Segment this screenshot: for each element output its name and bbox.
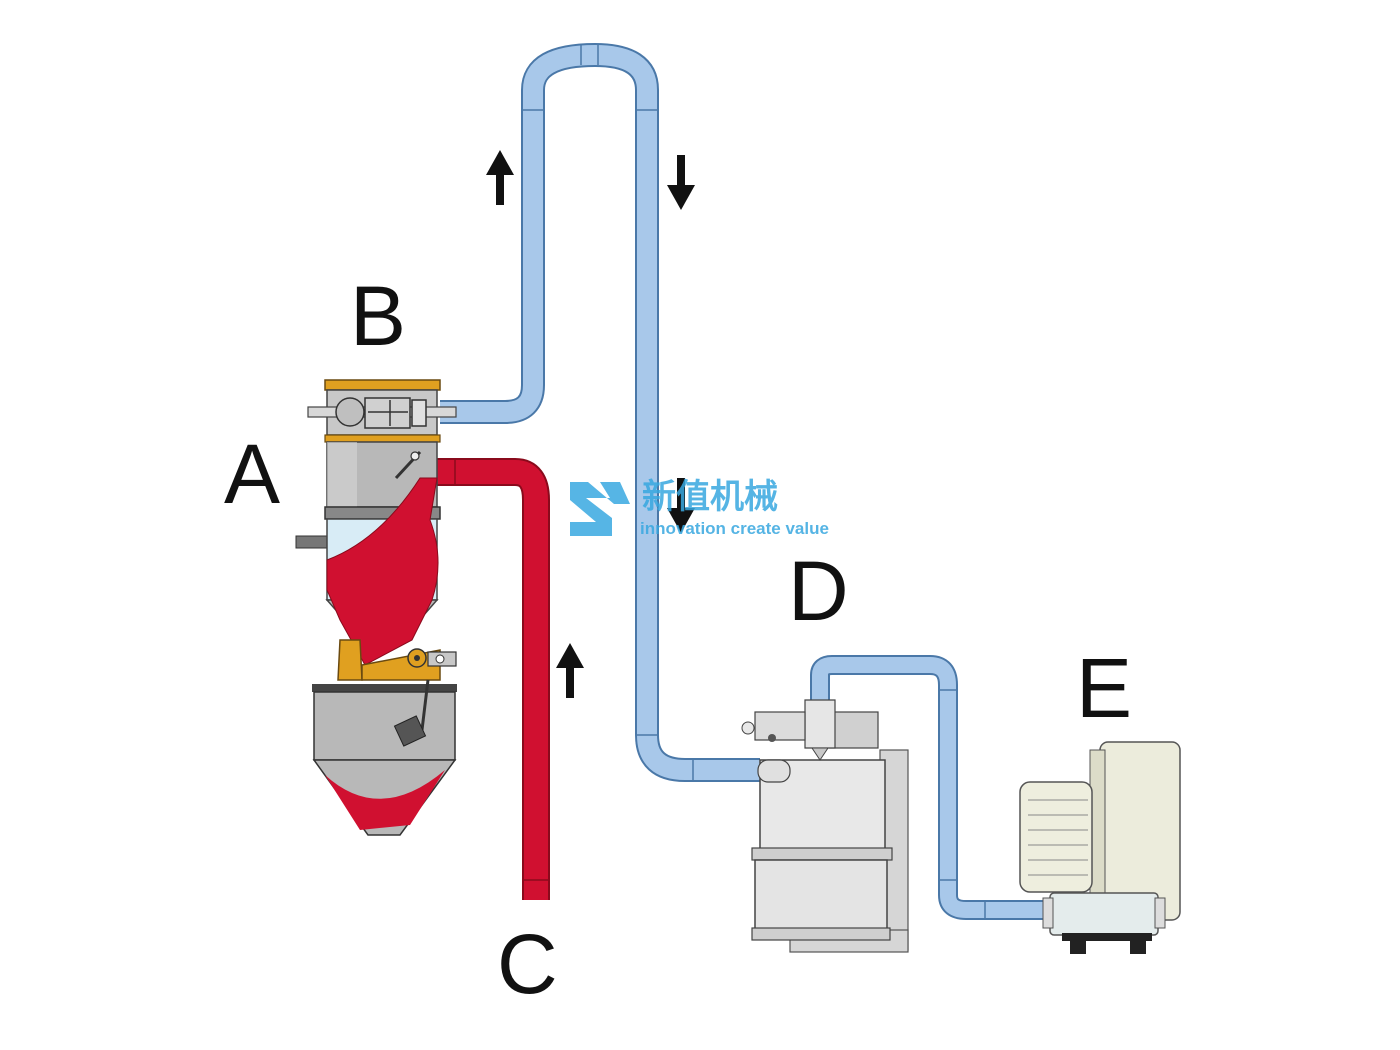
brand-tagline: innovation create value: [640, 519, 829, 538]
label-e: E: [1076, 641, 1132, 735]
flow-arrow-down-1: [667, 155, 695, 210]
flow-arrow-up-2: [556, 643, 584, 698]
vacuum-pump: [1019, 741, 1181, 954]
watermark: 新值机械 innovation create value: [570, 477, 829, 538]
vacuum-line-filter-to-pump: [810, 655, 1050, 920]
hopper-loader: [295, 379, 457, 836]
label-c: C: [497, 917, 558, 1011]
brand-logo-icon: [570, 482, 630, 536]
flow-arrow-up-1: [486, 150, 514, 205]
label-d: D: [788, 544, 849, 638]
brand-name: 新值机械: [642, 477, 778, 517]
vacuum-line-main: [440, 43, 760, 782]
material-line: [420, 458, 550, 900]
label-a: A: [224, 427, 280, 521]
flow-arrow-down-2: [667, 478, 695, 533]
cyclone-filter: [741, 699, 909, 953]
label-b: B: [350, 269, 406, 363]
